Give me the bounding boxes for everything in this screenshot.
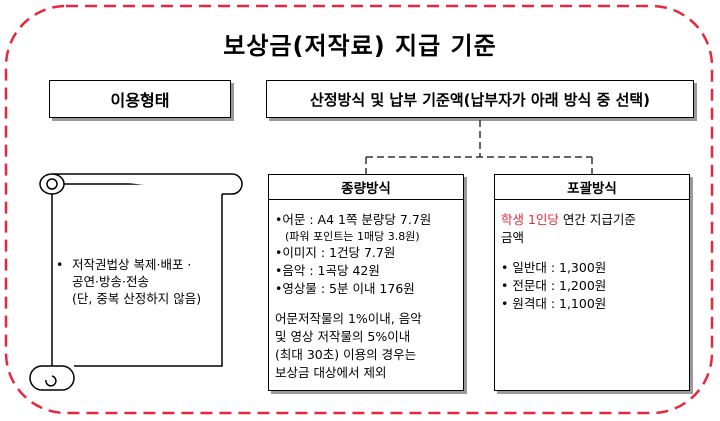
lump-sum-method-title: 포괄방식: [495, 175, 689, 200]
usage-type-header: 이용형태: [49, 80, 231, 118]
unit-based-method-title: 종량방식: [269, 175, 463, 200]
usage-item-note: (단, 중복 산정하지 않음): [72, 291, 202, 306]
usage-type-list: • 저작권법상 복제·배포 · 공연·방송·전송 (단, 중복 산정하지 않음): [56, 256, 201, 307]
exclusion-note-line: 및 영상 저작물의 5%이내: [275, 329, 411, 344]
lump-sum-description: 학생 1인당 연간 지급기준: [501, 211, 685, 229]
list-item: •영상물 : 5분 이내 176원: [275, 281, 415, 296]
list-item: • 일반대 : 1,300원: [501, 260, 607, 275]
lump-sum-method-card: 포괄방식 학생 1인당 연간 지급기준 금액 • 일반대 : 1,300원 • …: [494, 174, 690, 391]
calculation-method-header: 산정방식 및 납부 기준액(납부자가 아래 방식 중 선택): [266, 80, 694, 118]
usage-item-line: 공연·방송·전송: [72, 274, 149, 289]
bullet-icon: •: [56, 257, 64, 272]
unit-based-method-card: 종량방식 •어문 : A4 1쪽 분량당 7.7원 (파워 포인트는 1매당 3…: [268, 174, 464, 391]
list-item: •이미지 : 1건당 7.7원: [275, 245, 396, 260]
exclusion-note-line: (최대 30초) 이용의 경우는: [275, 347, 417, 362]
exclusion-note-line: 보상금 대상에서 제외: [275, 365, 387, 380]
usage-item-line: 저작권법상 복제·배포 ·: [72, 257, 192, 272]
description-text: 연간 지급기준: [558, 212, 636, 227]
outer-dashed-frame: [4, 4, 714, 415]
list-item: • 저작권법상 복제·배포 · 공연·방송·전송 (단, 중복 산정하지 않음): [56, 256, 201, 307]
description-text: 금액: [501, 230, 525, 245]
list-item: •음악 : 1곡당 42원: [275, 263, 380, 278]
list-item: • 전문대 : 1,200원: [501, 278, 607, 293]
exclusion-note-line: 어문저작물의 1%이내, 음악: [275, 311, 422, 326]
page-title: 보상금(저작료) 지급 기준: [223, 32, 497, 60]
scroll-shape: [29, 173, 243, 391]
list-item-note: (파워 포인트는 1매당 3.8원): [285, 230, 420, 243]
list-item: •어문 : A4 1쪽 분량당 7.7원: [275, 212, 432, 227]
list-item: • 원격대 : 1,100원: [501, 296, 607, 311]
unit-based-method-body: •어문 : A4 1쪽 분량당 7.7원 (파워 포인트는 1매당 3.8원) …: [275, 211, 459, 382]
per-student-highlight: 학생 1인당: [501, 212, 559, 227]
lump-sum-method-body: 학생 1인당 연간 지급기준 금액 • 일반대 : 1,300원 • 전문대 :…: [501, 211, 685, 313]
